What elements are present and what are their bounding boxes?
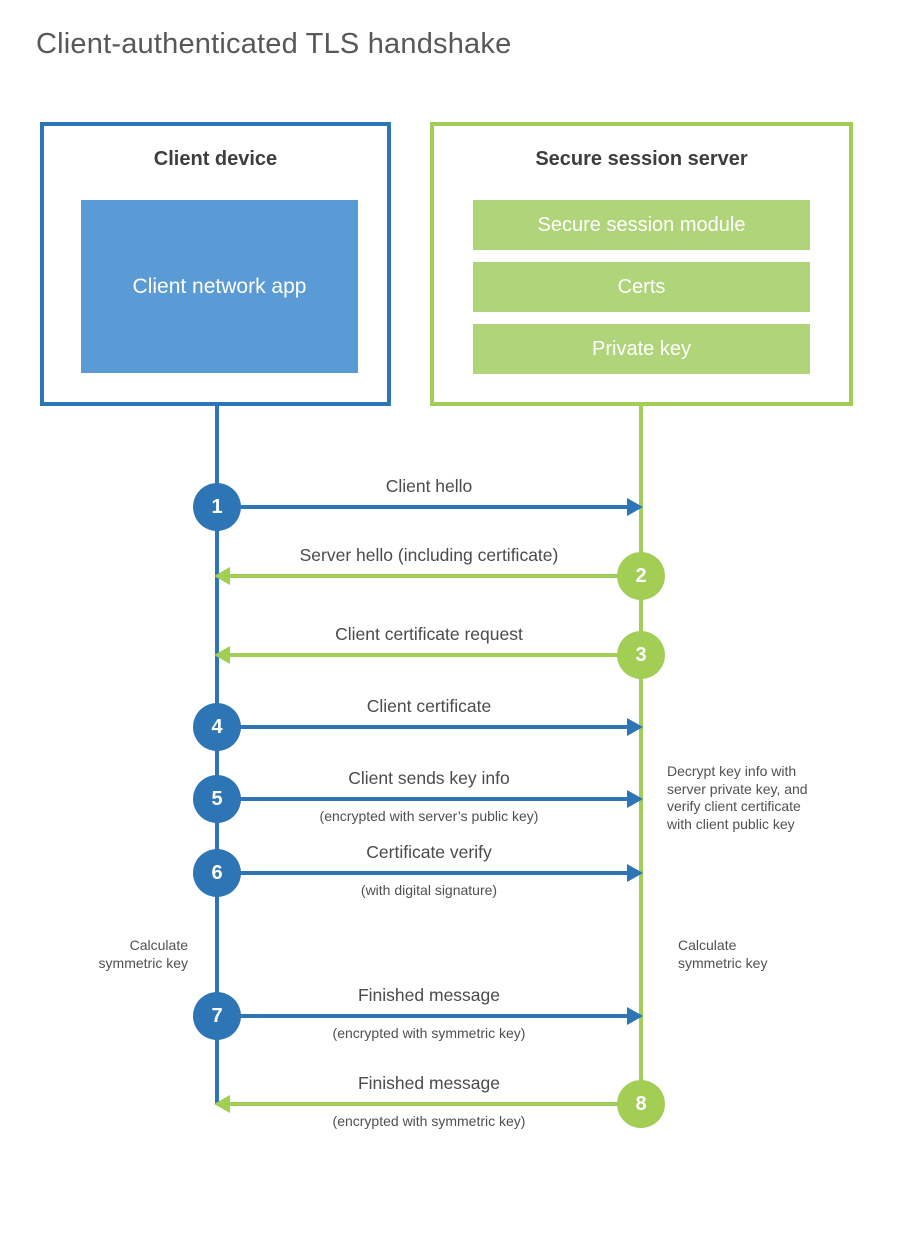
step-circle: 5	[193, 775, 241, 823]
message-arrow-shaft	[217, 1014, 629, 1018]
arrow-head-right-icon	[627, 1007, 643, 1025]
server-module-secure-session: Secure session module	[473, 200, 810, 250]
arrow-head-left-icon	[214, 1095, 230, 1113]
calculate-symmetric-key-server-note: Calculate symmetric key	[678, 937, 768, 971]
client-device-title: Client device	[153, 148, 278, 170]
secure-session-server-title: Secure session server	[535, 148, 748, 170]
message-sublabel: (encrypted with symmetric key)	[332, 1113, 526, 1129]
message-label: Server hello (including certificate)	[299, 545, 559, 565]
server-module-certs: Certs	[473, 262, 810, 312]
message-label: Client certificate	[366, 696, 492, 716]
arrow-head-right-icon	[627, 864, 643, 882]
server-modules: Secure session module Certs Private key	[473, 200, 810, 374]
message-sublabel: (with digital signature)	[360, 882, 498, 898]
decrypt-key-note: Decrypt key info with server private key…	[667, 763, 808, 832]
message-sublabel: (encrypted with symmetric key)	[332, 1025, 526, 1041]
arrow-head-left-icon	[214, 567, 230, 585]
server-module-private-key: Private key	[473, 324, 810, 374]
message-label: Finished message	[357, 985, 501, 1005]
step-circle: 6	[193, 849, 241, 897]
step-circle: 1	[193, 483, 241, 531]
secure-session-server-box: Secure session server Secure session mod…	[430, 122, 853, 406]
step-circle: 3	[617, 631, 665, 679]
page-title: Client-authenticated TLS handshake	[36, 28, 512, 60]
message-arrow-shaft	[217, 505, 629, 509]
client-device-box: Client device Client network app	[40, 122, 391, 406]
arrow-head-right-icon	[627, 498, 643, 516]
arrow-head-left-icon	[214, 646, 230, 664]
message-arrow-shaft	[217, 871, 629, 875]
step-circle: 4	[193, 703, 241, 751]
message-label: Client certificate request	[335, 624, 523, 644]
server-lifeline	[639, 406, 643, 1128]
step-circle: 7	[193, 992, 241, 1040]
step-circle: 2	[617, 552, 665, 600]
message-arrow-shaft	[228, 653, 641, 657]
arrow-head-right-icon	[627, 718, 643, 736]
message-arrow-shaft	[217, 725, 629, 729]
message-arrow-shaft	[228, 574, 641, 578]
message-label: Certificate verify	[366, 842, 492, 862]
message-arrow-shaft	[228, 1102, 641, 1106]
message-arrow-shaft	[217, 797, 629, 801]
client-lifeline	[215, 406, 219, 1104]
arrow-head-right-icon	[627, 790, 643, 808]
client-network-app-module: Client network app	[81, 200, 358, 373]
step-circle: 8	[617, 1080, 665, 1128]
calculate-symmetric-key-client-note: Calculate symmetric key	[98, 937, 188, 971]
message-sublabel: (encrypted with server’s public key)	[319, 808, 539, 824]
message-label: Finished message	[357, 1073, 501, 1093]
message-label: Client hello	[385, 476, 473, 496]
message-label: Client sends key info	[348, 768, 510, 788]
